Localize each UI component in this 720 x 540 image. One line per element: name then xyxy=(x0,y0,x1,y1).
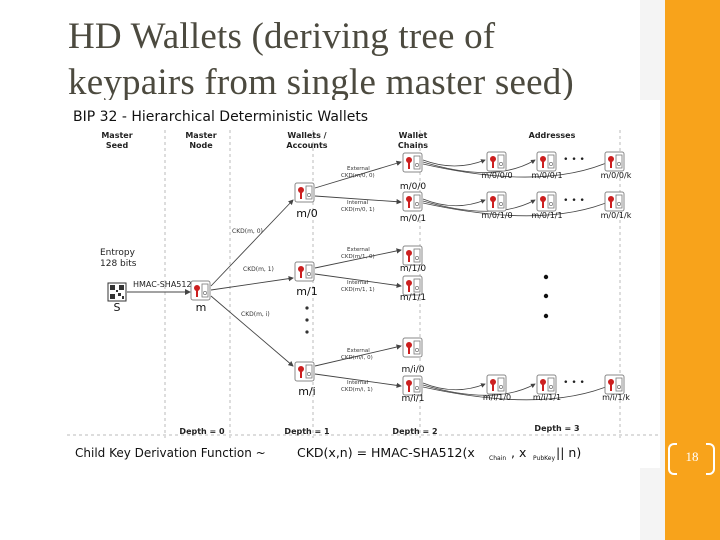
account-label-1: m/1 xyxy=(296,285,317,298)
entropy-label-2: 128 bits xyxy=(100,259,137,269)
account-label-0: m/0 xyxy=(296,207,317,220)
address-label: m/0/1/k xyxy=(601,211,632,220)
chain-int-ckd: CKD(m/i, 1) xyxy=(341,387,373,393)
entropy-label-1: Entropy xyxy=(100,248,136,258)
depth-label: Depth = 0 xyxy=(179,427,225,436)
slide-title-line-2: keypairs from single master seed) xyxy=(68,62,574,103)
depth-label: Depth = 3 xyxy=(534,424,579,433)
col-wallets-1: Wallets / xyxy=(287,131,326,140)
chain-ext-ckd: CKD(m/1, 0) xyxy=(341,254,375,260)
col-chains-2: Chains xyxy=(398,141,428,150)
formula-main: CKD(x,n) = HMAC-SHA512(x xyxy=(297,445,475,460)
address-label: m/0/0/1 xyxy=(531,171,562,180)
address-key-icon xyxy=(486,151,507,172)
chain-key-icon xyxy=(402,375,423,396)
formula-mid: , x xyxy=(511,445,526,460)
ckd-label-0: CKD(m, 0) xyxy=(232,228,263,235)
chain-ext-ckd: CKD(m/0, 0) xyxy=(341,173,375,179)
formula-suffix: || n) xyxy=(556,445,581,460)
chain-label: m/0/0 xyxy=(400,182,427,192)
account-key-icon xyxy=(294,361,315,382)
chain-label: m/1/1 xyxy=(400,293,426,303)
address-ellipsis: • • • xyxy=(563,155,585,165)
chain-ext-label: External xyxy=(347,348,370,354)
chain-key-icon xyxy=(402,337,423,358)
col-chains-1: Wallet xyxy=(399,131,428,140)
chain-int-label: Internal xyxy=(347,200,369,206)
account-label-i: m/i xyxy=(298,385,315,398)
hmac-label: HMAC-SHA512 xyxy=(133,280,192,289)
qr-seed-icon xyxy=(107,282,127,302)
formula-prefix: Child Key Derivation Function ~ xyxy=(75,446,266,460)
chain-ext-label: External xyxy=(347,247,370,253)
col-master-seed-2: Seed xyxy=(106,141,129,150)
chain-label: m/1/0 xyxy=(400,264,427,274)
chain-int-ckd: CKD(m/1, 1) xyxy=(341,287,375,293)
master-label: m xyxy=(196,301,207,314)
ckd-formula: Child Key Derivation Function ~ CKD(x,n)… xyxy=(75,445,581,462)
chain-key-icon xyxy=(402,152,423,173)
account-key-icon xyxy=(294,261,315,282)
ckd-label-i: CKD(m, i) xyxy=(241,311,270,318)
diagram-svg: BIP 32 - Hierarchical Deterministic Wall… xyxy=(67,109,660,462)
formula-sub-chain: Chain xyxy=(489,455,506,462)
address-key-icon xyxy=(536,191,557,212)
address-key-icon xyxy=(536,151,557,172)
address-ellipsis: • • • xyxy=(563,196,585,206)
chain-label: m/i/1 xyxy=(401,394,424,404)
chain-key-icon xyxy=(402,191,423,212)
account-key-icon xyxy=(294,182,315,203)
chain-ext-ckd: CKD(m/i, 0) xyxy=(341,355,373,361)
chain-label: m/0/1 xyxy=(400,214,426,224)
address-label: m/0/1/0 xyxy=(481,211,512,220)
formula-sub-pubkey: PubKey xyxy=(533,455,555,462)
chain-int-ckd: CKD(m/0, 1) xyxy=(341,207,375,213)
col-wallets-2: Accounts xyxy=(286,141,327,150)
diagram-heading: BIP 32 - Hierarchical Deterministic Wall… xyxy=(73,109,368,125)
address-label: m/0/1/1 xyxy=(531,211,562,220)
address-label: m/i/1/0 xyxy=(483,393,511,402)
address-key-icon xyxy=(536,374,557,395)
accent-sidebar xyxy=(665,0,720,540)
address-ellipsis: • • • xyxy=(563,378,585,388)
col-addresses: Addresses xyxy=(529,131,576,140)
page-number-bracket-left xyxy=(668,443,677,475)
seed-label: S xyxy=(114,301,121,314)
depth-label: Depth = 1 xyxy=(284,427,330,436)
chain-label: m/i/0 xyxy=(401,365,424,375)
slide-title: HD Wallets (deriving tree of keypairs fr… xyxy=(68,14,648,106)
chain-key-icon xyxy=(402,245,423,266)
page-number-bracket-right xyxy=(706,443,715,475)
address-key-icon xyxy=(604,374,625,395)
depth-label: Depth = 2 xyxy=(392,427,437,436)
col-master-node-1: Master xyxy=(185,131,216,140)
page-number: 18 xyxy=(685,449,699,464)
address-label: m/i/1/1 xyxy=(533,393,561,402)
address-key-icon xyxy=(486,374,507,395)
address-key-icon xyxy=(486,191,507,212)
chain-ext-label: External xyxy=(347,166,370,172)
ckd-label-1: CKD(m, 1) xyxy=(243,266,274,273)
bip32-diagram: BIP 32 - Hierarchical Deterministic Wall… xyxy=(65,100,660,468)
address-label: m/0/0/0 xyxy=(481,171,512,180)
master-key-icon xyxy=(190,280,211,301)
address-key-icon xyxy=(604,151,625,172)
col-master-node-2: Node xyxy=(189,141,213,150)
slide-title-line-1: HD Wallets (deriving tree of xyxy=(68,16,496,57)
address-label: m/i/1/k xyxy=(602,393,630,402)
col-master-seed-1: Master xyxy=(101,131,132,140)
address-key-icon xyxy=(604,191,625,212)
chain-int-label: Internal xyxy=(347,280,369,286)
chain-int-label: Internal xyxy=(347,380,369,386)
address-label: m/0/0/k xyxy=(601,171,632,180)
